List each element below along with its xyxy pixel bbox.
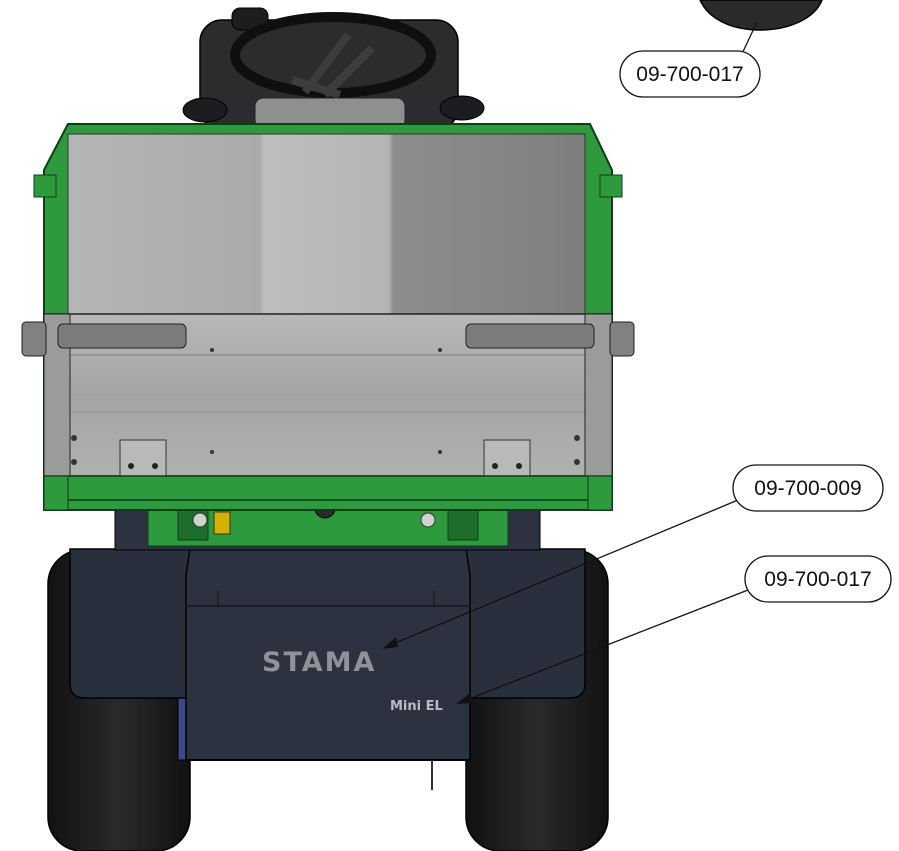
callout-1: 09-700-017 [619, 50, 761, 98]
seat-steering-assembly [182, 7, 485, 131]
model-decal: Mini EL [390, 699, 443, 714]
callout-1-label: 09-700-017 [636, 63, 743, 86]
brand-decal: STAMA [262, 647, 376, 678]
callout-2-label: 09-700-009 [754, 477, 861, 500]
arrowhead-2 [456, 693, 472, 704]
cargo-bin [21, 123, 635, 511]
callout-3-label: 09-700-017 [764, 568, 871, 591]
arrowhead-1 [382, 637, 398, 649]
partial-wheel-top-right [699, 0, 823, 31]
callout-3: 09-700-017 [744, 555, 892, 603]
callout-2: 09-700-009 [732, 464, 884, 512]
